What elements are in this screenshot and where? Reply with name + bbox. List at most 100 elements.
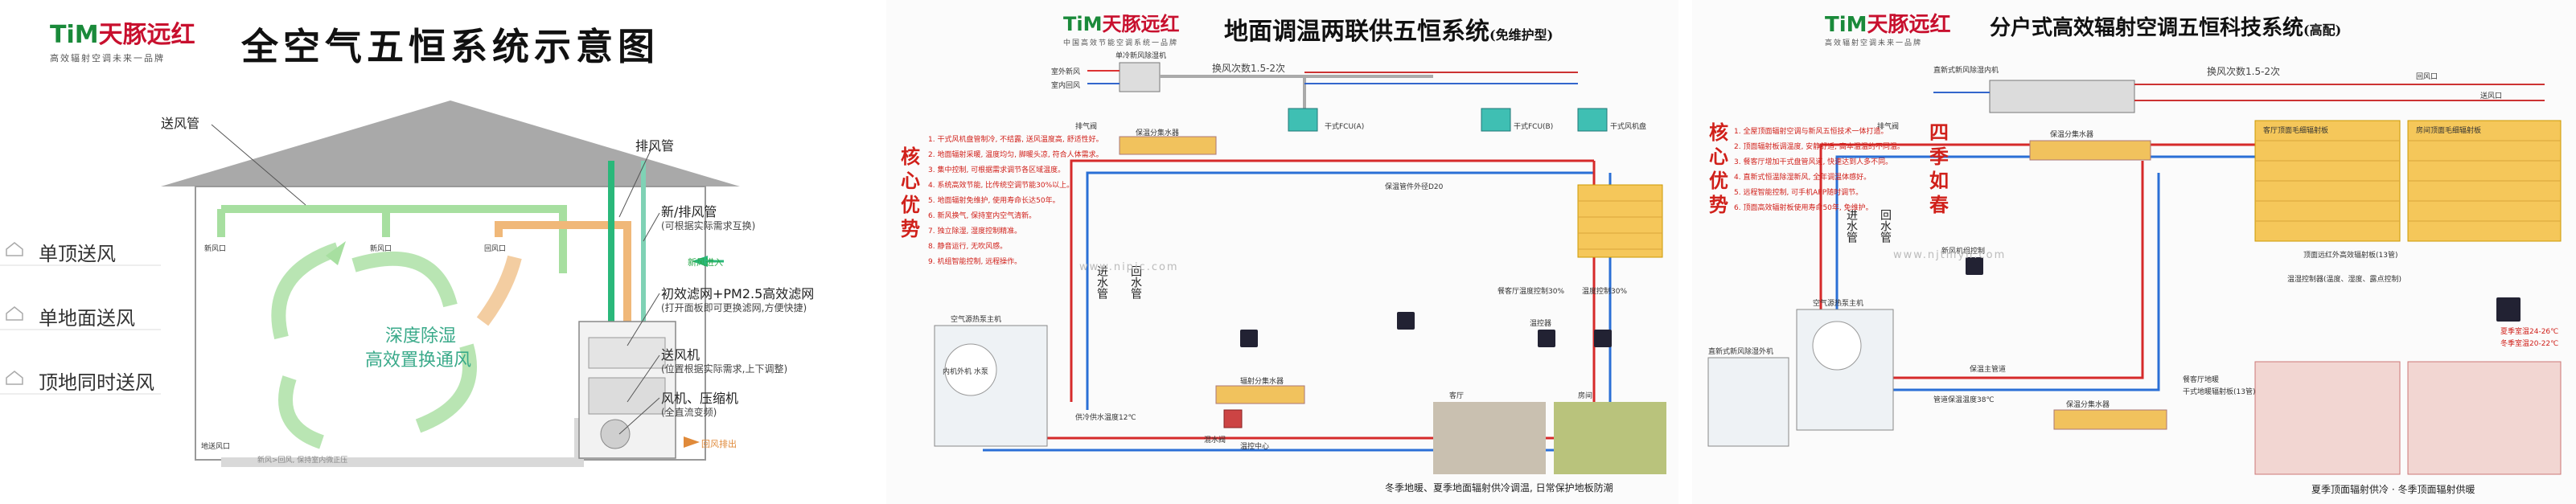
supply-pipe-label: 进水管 [1095, 265, 1108, 299]
winter-temp: 冬季室温20-22℃ [2500, 340, 2559, 348]
floor-system-diagram [934, 62, 1666, 474]
return-pipe-line [1086, 171, 1594, 410]
panel2-title-text: 地面调温两联供五恒系统 [1224, 18, 1489, 46]
radiant-system-diagram [1707, 80, 2562, 475]
panel1-title: 全空气五恒系统示意图 [241, 25, 659, 68]
panel3-title-text: 分户式高效辐射空调五恒科技系统 [1990, 16, 2304, 40]
brand-latin: TiM [50, 21, 99, 49]
season-title: 四 季 如 春 [1927, 121, 1951, 217]
dehumid-label: 直新式新风除湿内机 [1933, 67, 1999, 75]
manifold2-label: 辐射分集水器 [1240, 378, 1284, 386]
main-pipe-label: 保温主管道 [1970, 366, 2007, 374]
label-exhaust-duct: 排风管 [635, 138, 675, 154]
brand-chinese-3: 天豚远红 [1867, 13, 1951, 37]
advantage-item: 1. 干式风机盘管制冷, 不结露, 送风温度高, 舒适性好。 [928, 136, 1103, 144]
room2-label: 房间 [1578, 392, 1593, 400]
manifold1-label: 保温分集水器 [1136, 129, 1180, 137]
panel3-title: 分户式高效辐射空调五恒科技系统(高配) [1990, 11, 2341, 41]
advantage3-item: 4. 直新式恒温除湿新风, 全年调温体感好。 [1734, 174, 1871, 182]
airflow-arrow-2 [351, 251, 458, 308]
fresh-unit-box [1119, 62, 1161, 92]
vent-new-2: 新风口 [370, 245, 392, 253]
floor-panel-1 [2254, 361, 2401, 475]
room1-label: 客厅 [1449, 392, 1465, 400]
outdoor-label: 直新式新风除湿外机 [1708, 348, 1774, 356]
panel2-caption: 冬季地暖、夏季地面辐射供冷调温, 日常保护地板防潮 [1385, 482, 1613, 494]
summer-temp: 夏季室温24-26℃ [2500, 328, 2559, 336]
panel-top2-label: 房间顶面毛细辐射板 [2416, 127, 2482, 135]
brand-logo-3: TiM天豚远红 [1825, 8, 1951, 38]
brand-logo: TiM天豚远红 [50, 14, 195, 50]
floor-note: 新风>回风, 保持室内微正压 [257, 457, 348, 465]
panel3-watermark: www.njtmyh.com [1893, 249, 2007, 261]
label-fan-compressor: 风机、压缩机 [661, 391, 739, 406]
advantage3-item: 3. 餐客厅增加干式盘管风道, 快速达到人多不同。 [1734, 158, 1893, 166]
heatpump-label: 空气源热泵主机 [951, 316, 1002, 324]
return-pipe-label: 回水管 [1129, 265, 1142, 299]
p3-return-label: 回水管 [1879, 209, 1892, 243]
floor-note-2: 干式地暖辐射板(13管) [2183, 388, 2256, 396]
panel3-advantage-list: 1. 全屋顶面辐射空调与新风五恒技术一体打造。 2. 顶面辐射板调温度, 安静舒… [1734, 125, 1904, 216]
advantage3-item: 1. 全屋顶面辐射空调与新风五恒技术一体打造。 [1734, 128, 1888, 136]
panel2-core-title: 核 心 优 势 [898, 145, 922, 241]
mode-both-supply: 顶地同时送风 [39, 371, 154, 394]
brand-logo-2: TiM天豚远红 [1063, 8, 1179, 36]
p3-exhaust: 排气阀 [1877, 123, 1900, 131]
heatpump-note: 内机外机 水泵 [943, 368, 988, 376]
panel2-title: 地面调温两联供五恒系统(免维护型) [1224, 11, 1553, 47]
floor-heating-panel [1577, 184, 1663, 258]
panel-top1-label: 客厅顶面毛细辐射板 [2263, 127, 2329, 135]
season-char-3: 如 [1929, 169, 1949, 192]
panel-floor-system: TiM天豚远红 中国高效节能空调系统一品牌 地面调温两联供五恒系统(免维护型) [886, 0, 1678, 504]
advantage-item: 3. 集中控制, 可根据需求调节各区域温度。 [928, 166, 1066, 174]
p3-air-change: 换风次数1.5-2次 [2207, 66, 2281, 77]
manifold-2 [1215, 385, 1305, 404]
house-diagram [0, 100, 740, 467]
fresh-in-label: 室外新风 [1051, 68, 1081, 76]
p3-manifold-2 [2053, 409, 2167, 430]
core3-char-2: 心 [1709, 145, 1728, 168]
center-label-1: 深度除湿 [384, 326, 456, 346]
core-char-3: 优 [901, 193, 920, 216]
label-filter-note: (打开面板即可更换滤网,方便快捷) [661, 302, 807, 313]
advantage-item: 8. 静音运行, 无吹风感。 [928, 243, 1008, 251]
vent-return: 回风口 [484, 245, 507, 253]
core3-char-3: 优 [1709, 169, 1728, 192]
advantage-item: 2. 地面辐射采暖, 温度均匀, 脚暖头凉, 符合人体需求。 [928, 151, 1103, 159]
p3-heatpump-label: 空气源热泵主机 [1813, 300, 1864, 308]
airflow-arrow-3 [415, 343, 477, 433]
core-char-4: 势 [901, 217, 920, 240]
fcu3-label: 干式风机盘 [1610, 123, 1647, 131]
manifold-1 [1119, 136, 1217, 155]
brand-tagline-3: 高效辐射空调未来一品牌 [1825, 39, 1923, 47]
core-char-1: 核 [901, 145, 920, 168]
label-fan-compressor-note: (全直流变频) [661, 407, 717, 418]
advantage3-item: 2. 顶面辐射板调温度, 安静舒适, 高本温温的不同温。 [1734, 143, 1904, 151]
panel-all-air-system: TiM天豚远红 高效辐射空调未来一品牌 全空气五恒系统示意图 [0, 0, 859, 504]
fcu2-label: 干式FCU(B) [1514, 123, 1554, 131]
panel3-core-title: 核 心 优 势 [1707, 121, 1731, 217]
exhaust-label: 排气阀 [1075, 123, 1098, 131]
supply-duct-line [221, 205, 567, 273]
airflow-arrow-5 [476, 255, 522, 326]
ctrl-label: 温湿控制器(温度、湿度、露点控制) [2287, 276, 2402, 284]
p3-manifold2-label: 保温分集水器 [2066, 401, 2110, 409]
supply-pipe-line [1070, 159, 1594, 402]
label-blower-note: (位置根据实际需求,上下调整) [661, 363, 788, 375]
p3-manifold-label: 保温分集水器 [2050, 131, 2094, 139]
thermo-label: 温控器 [1530, 320, 1552, 328]
label-blower: 送风机 [661, 347, 700, 363]
season-char-2: 季 [1929, 145, 1949, 168]
outdoor-unit [1707, 357, 1789, 447]
brand-latin-2: TiM [1063, 13, 1103, 35]
fcu1-label: 干式FCU(A) [1325, 123, 1365, 131]
label-return-out: 回风排出 [701, 439, 737, 449]
supply-temp-label: 供冷供水温度12℃ [1075, 414, 1136, 422]
exhaust-duct-line [495, 221, 631, 346]
advantage-item: 4. 系统高效节能, 比传统空调节能30%以上。 [928, 182, 1074, 190]
panel3-title-note: (高配) [2303, 23, 2342, 38]
advantage-item: 5. 地面辐射免维护, 使用寿命长达50年。 [928, 197, 1060, 205]
dehumid-unit [1989, 80, 2135, 113]
roof-shape [161, 100, 740, 186]
ctrl2-label: 温度控制30% [1582, 288, 1628, 296]
